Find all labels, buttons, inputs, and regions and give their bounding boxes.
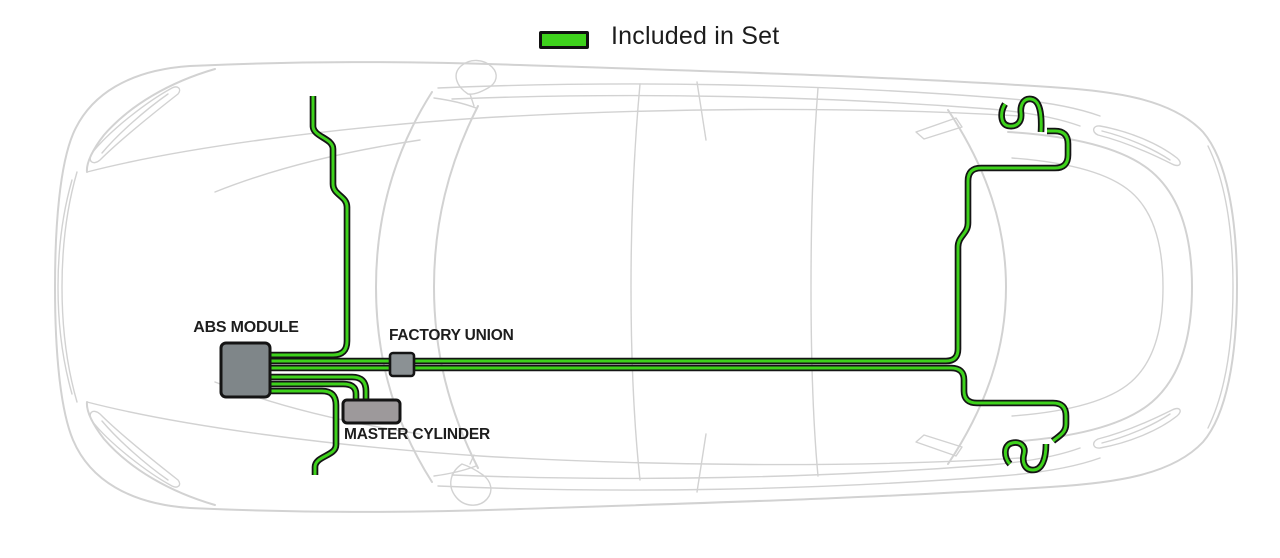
brake-line-master-cylinder-1 (270, 373, 370, 404)
taillight-bottom (1093, 407, 1181, 449)
taillight-top (1093, 125, 1181, 167)
brake-line-master-cylinder-2 (270, 380, 360, 404)
legend-color-swatch (539, 30, 589, 49)
rear-bumper-line (1207, 145, 1234, 429)
beltline-bottom-inner (451, 447, 1081, 480)
master-cylinder-label: MASTER CYLINDER (344, 426, 490, 443)
brake-line-front-left (270, 96, 351, 359)
legend: Included in Set (539, 22, 779, 51)
brake-line-rear-lower (270, 364, 1070, 444)
side-mirror-bottom (450, 463, 492, 506)
hood-corner-line (85, 401, 216, 506)
b-pillar-bottom (696, 433, 707, 493)
a-pillar (433, 465, 477, 477)
brake-hose-pigtail-rear-upper (998, 95, 1045, 133)
windshield-cowl (375, 91, 433, 483)
factory-union-label: FACTORY UNION (389, 327, 514, 344)
trunk-line-inner (1011, 157, 1164, 417)
brake-line-rear-upper (270, 127, 1072, 365)
trunk-line-outer (1007, 131, 1193, 443)
front-bumper-line (57, 179, 73, 395)
car-body-outline (54, 61, 1238, 513)
beltline-bottom (437, 457, 1101, 491)
factory-union-box (388, 351, 416, 378)
door-seam-rear (810, 87, 819, 477)
door-seam-front (630, 83, 641, 481)
headlight-left-top (89, 86, 181, 164)
hood-corner-line (85, 68, 216, 173)
quarter-window-bottom (915, 434, 963, 457)
side-mirror-top (455, 59, 497, 95)
master-cylinder-box (341, 398, 402, 425)
abs-module-label: ABS MODULE (193, 319, 299, 336)
taillight-detail (1101, 413, 1171, 444)
brake-hose-pigtail-rear-lower (1002, 439, 1050, 474)
shoulder-line-bottom (86, 401, 1021, 466)
headlight-detail (101, 93, 169, 154)
front-bumper-line (61, 171, 78, 403)
hood-crease (214, 139, 421, 193)
windshield-top-edge (433, 105, 479, 469)
quarter-window-top (915, 117, 963, 140)
a-pillar (433, 97, 477, 109)
shoulder-line-top (86, 108, 1021, 173)
headlight-left-bottom (89, 410, 181, 488)
beltline-top-inner (451, 94, 1081, 127)
abs-module-box (219, 341, 272, 399)
taillight-detail (1101, 130, 1171, 161)
b-pillar-top (696, 81, 707, 141)
legend-label: Included in Set (611, 22, 780, 50)
mirror-stem (469, 93, 475, 107)
beltline-top (437, 83, 1101, 117)
brake-line-front-right (270, 387, 340, 475)
headlight-detail (101, 420, 169, 481)
mirror-stem (469, 454, 475, 465)
